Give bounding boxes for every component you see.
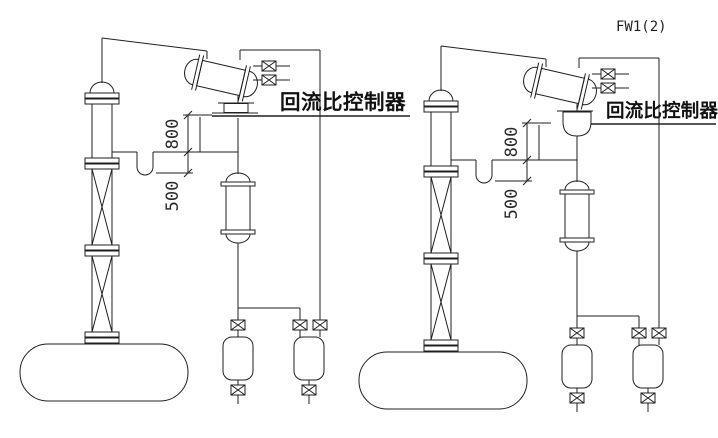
unit-left: 回流比控制器 800 500: [19, 37, 410, 405]
dimension-500-label: 500: [163, 181, 183, 212]
unit-right: 回流比控制器 800 500: [358, 45, 718, 413]
dimension-800-label: 800: [502, 127, 522, 158]
reflux-controller-label: 回流比控制器: [606, 100, 718, 122]
drawing-title: FW1(2): [616, 19, 667, 35]
reflux-controller-label: 回流比控制器: [280, 90, 406, 114]
dimension-500-label: 500: [502, 189, 522, 220]
reflux-divider-spool: [212, 102, 258, 114]
dimension-800-label: 800: [163, 119, 183, 150]
reflux-divider-bell: [557, 110, 593, 137]
